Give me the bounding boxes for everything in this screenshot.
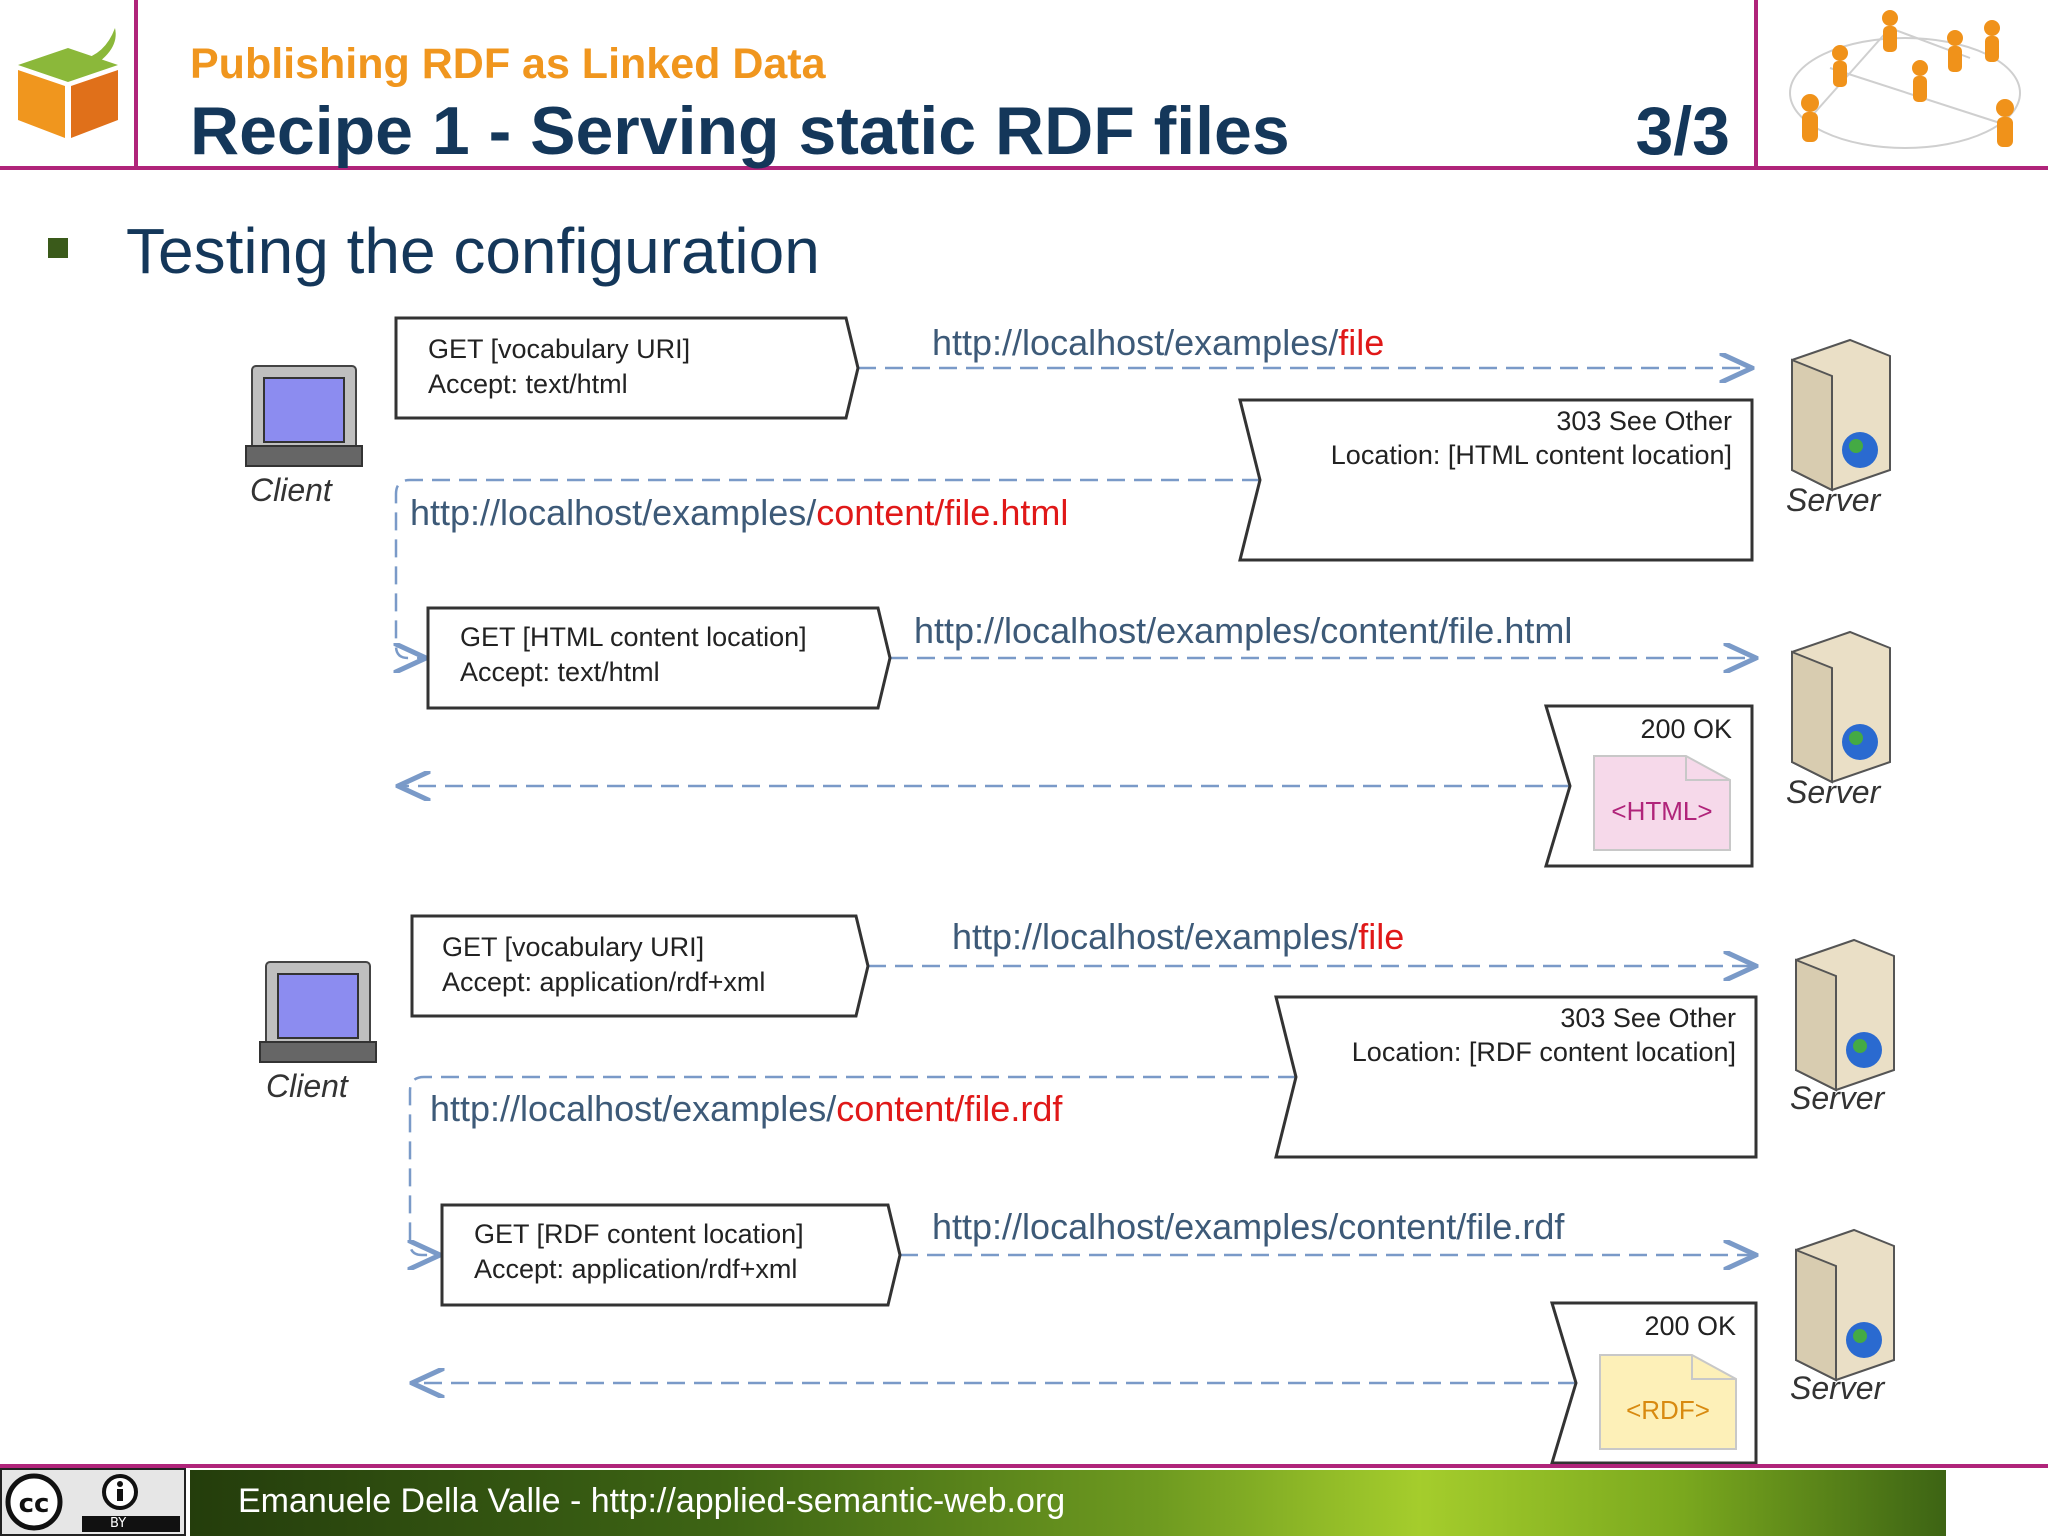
request-box-html-2 <box>426 606 892 710</box>
footer-banner <box>190 1470 1946 1536</box>
url-html-2: http://localhost/examples/content/file.h… <box>410 492 1069 533</box>
url-html-1: http://localhost/examples/file <box>932 322 1385 363</box>
slide-subtitle: Publishing RDF as Linked Data <box>190 40 826 88</box>
bullet-text: Testing the configuration <box>126 215 820 287</box>
status-rdf-200: 200 OK <box>1644 1311 1736 1341</box>
footer-author: Emanuele Della Valle - http://applied-se… <box>238 1482 1066 1520</box>
license-label: BY <box>110 1516 127 1531</box>
creative-commons-icon: cc <box>5 1473 180 1532</box>
url-html-3: http://localhost/examples/content/file.h… <box>914 610 1573 651</box>
request-box-html-1 <box>394 316 860 420</box>
client-label-1: Client <box>250 472 332 508</box>
location-html-303: Location: [HTML content location] <box>1330 440 1732 470</box>
status-rdf-303: 303 See Other <box>1560 1003 1736 1033</box>
request-text-rdf-2: GET [RDF content location] Accept: appli… <box>474 1219 804 1284</box>
rdf-document-label: <RDF> <box>1626 1395 1710 1425</box>
slide-title: Recipe 1 - Serving static RDF files <box>190 93 1290 169</box>
footer-divider <box>0 1464 2048 1468</box>
slide-header: Publishing RDF as Linked Data Recipe 1 -… <box>0 0 2048 170</box>
request-text-html-1: GET [vocabulary URI] Accept: text/html <box>428 334 691 399</box>
url-rdf-2: http://localhost/examples/content/file.r… <box>430 1088 1063 1129</box>
request-text-html-2: GET [HTML content location] Accept: text… <box>460 622 807 687</box>
server-label-1: Server <box>1786 482 1881 518</box>
request-box-rdf-1 <box>410 914 870 1018</box>
html-document-icon <box>1593 755 1731 851</box>
page-number: 3/3 <box>1635 93 1730 169</box>
server-icon-1 <box>1791 338 1891 492</box>
client-computer-icon-2 <box>259 961 377 1063</box>
response-box-html-303 <box>1238 398 1754 562</box>
status-html-303: 303 See Other <box>1556 406 1732 436</box>
server-label-4: Server <box>1790 1370 1885 1406</box>
client-computer-icon-1 <box>245 365 363 467</box>
client-label-2: Client <box>266 1068 348 1104</box>
url-rdf-3: http://localhost/examples/content/file.r… <box>932 1206 1565 1247</box>
server-icon-2 <box>1791 630 1891 784</box>
svg-text:cc: cc <box>19 1489 50 1519</box>
server-icon-4 <box>1795 1228 1895 1382</box>
html-document-label: <HTML> <box>1611 796 1713 826</box>
response-box-rdf-303 <box>1274 995 1758 1159</box>
request-box-rdf-2 <box>440 1203 902 1307</box>
rdf-document-icon <box>1599 1354 1737 1450</box>
bullet-marker <box>48 238 68 258</box>
server-label-2: Server <box>1786 774 1881 810</box>
people-network-icon <box>1789 10 2021 149</box>
location-rdf-303: Location: [RDF content location] <box>1351 1037 1736 1067</box>
request-text-rdf-1: GET [vocabulary URI] Accept: application… <box>442 932 766 997</box>
cube-logo-icon <box>18 28 118 138</box>
cc-license-badge: cc BY <box>0 1468 186 1536</box>
url-rdf-1: http://localhost/examples/file <box>952 916 1405 957</box>
server-label-3: Server <box>1790 1080 1885 1116</box>
status-html-200: 200 OK <box>1640 714 1732 744</box>
server-icon-3 <box>1795 938 1895 1092</box>
